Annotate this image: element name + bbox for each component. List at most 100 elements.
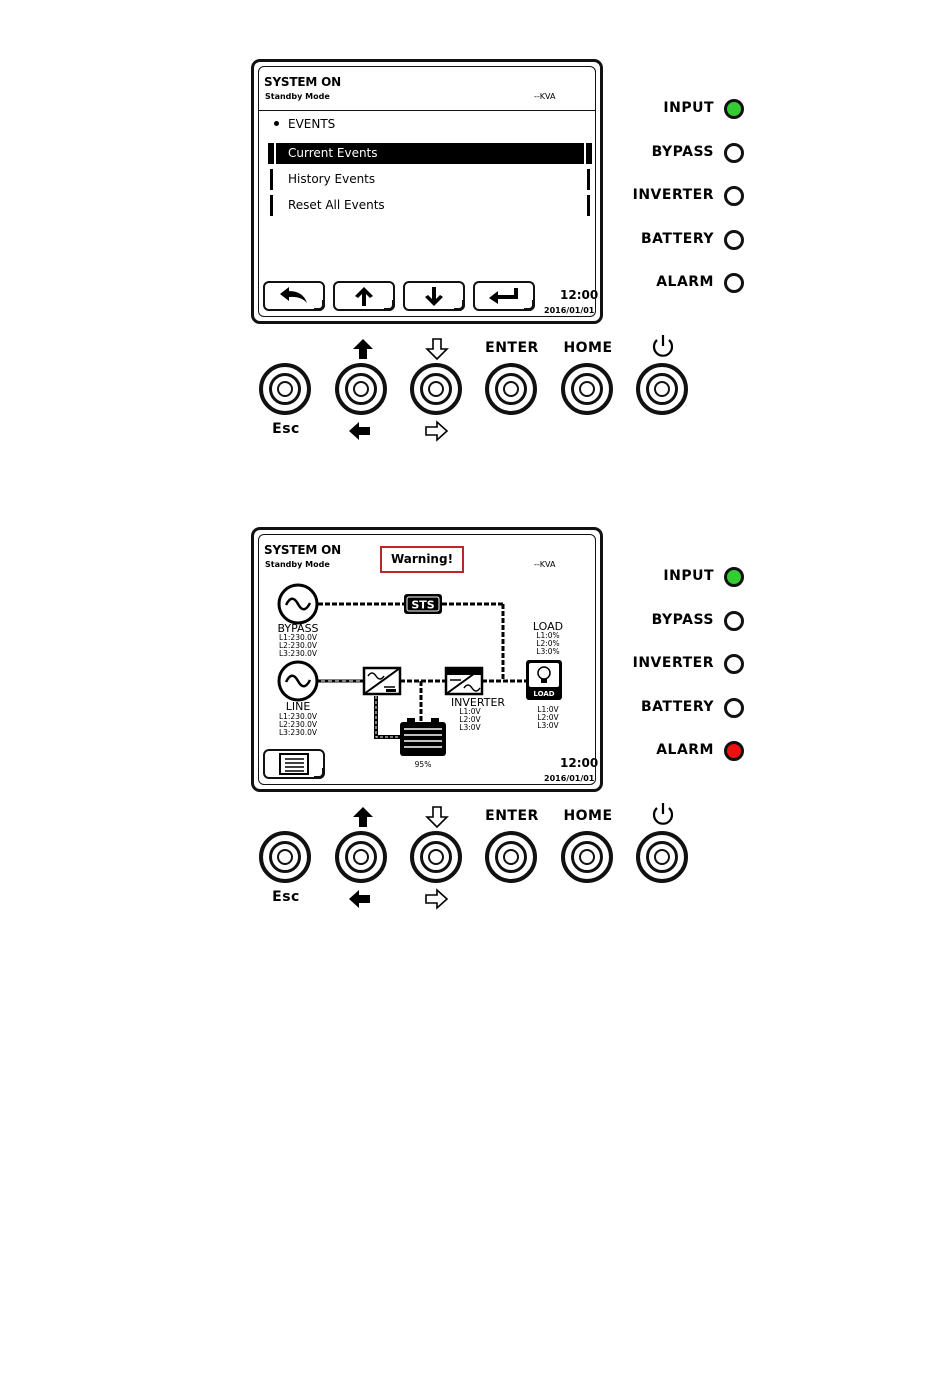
bypass-label: BYPASS [277, 622, 318, 635]
esc-button[interactable] [259, 831, 311, 883]
output-l2: L2:0V [537, 713, 559, 722]
input-led-icon [724, 567, 744, 587]
power-flow-diagram: STS BYPASS L1:230.0V L2:230.0V L3:230.0V… [277, 583, 563, 769]
up-left-button[interactable] [335, 363, 387, 415]
rectifier-battery-link [374, 696, 400, 739]
line-l2: L2:230.0V [279, 720, 318, 729]
led-label: BATTERY [640, 231, 714, 247]
battery-led-icon [724, 230, 744, 250]
softkey-menu[interactable] [263, 749, 325, 779]
led-label: BATTERY [640, 699, 714, 715]
menu-heading-label: EVENTS [288, 117, 336, 131]
led-label: BYPASS [651, 612, 714, 628]
up-arrow-icon [355, 287, 373, 306]
back-arrow-icon [280, 287, 307, 303]
led-bypass: BYPASS [600, 141, 750, 165]
clock-time: 12:00 [560, 288, 599, 302]
menu-item-reset-all-events[interactable]: Reset All Events [268, 195, 592, 216]
output-l1: L1:0V [537, 705, 559, 714]
down-arrow-outline-icon [425, 338, 449, 361]
enter-label: ENTER [485, 340, 539, 356]
line-l3: L3:230.0V [279, 728, 318, 737]
led-battery: BATTERY [600, 696, 750, 720]
led-label: BYPASS [651, 144, 714, 160]
inverter-l2: L2:0V [459, 715, 481, 724]
home-label: HOME [563, 340, 613, 356]
inverter-l3: L3:0V [459, 723, 481, 732]
menu-item-history-events[interactable]: History Events [268, 169, 592, 190]
esc-label: Esc [272, 421, 300, 437]
inverter-diagonal [445, 667, 483, 695]
power-button[interactable] [636, 831, 688, 883]
power-icon [652, 335, 674, 357]
down-arrow-icon [425, 287, 443, 306]
load-icon-text: LOAD [533, 690, 554, 698]
up-arrow-icon [353, 807, 373, 827]
system-mode: Standby Mode [265, 92, 330, 101]
bypass-l3: L3:230.0V [279, 649, 318, 658]
bullet-icon [274, 121, 279, 126]
inverter-label: INVERTER [451, 696, 505, 709]
power-button[interactable] [636, 363, 688, 415]
rectifier-battery-link-dash [375, 696, 400, 738]
led-bypass: BYPASS [600, 609, 750, 633]
left-arrow-icon [349, 422, 370, 440]
softkey-up[interactable] [333, 281, 395, 311]
led-input: INPUT [600, 97, 750, 121]
output-l3: L3:0V [537, 721, 559, 730]
softkey-back[interactable] [263, 281, 325, 311]
lightbulb-icon [537, 666, 551, 680]
power-icon [652, 803, 674, 825]
led-label: ALARM [656, 742, 714, 758]
battery-level: 95% [415, 760, 432, 769]
lightbulb-base [541, 679, 547, 683]
down-right-button[interactable] [410, 363, 462, 415]
right-arrow-outline-icon [425, 888, 449, 910]
load-label: LOAD [533, 620, 563, 633]
softkey-enter[interactable] [473, 281, 535, 311]
led-label: INVERTER [632, 187, 714, 203]
home-label: HOME [563, 808, 613, 824]
battery-led-icon [724, 698, 744, 718]
inverter-led-icon [724, 654, 744, 674]
clock-time: 12:00 [560, 756, 599, 770]
led-label: INVERTER [632, 655, 714, 671]
led-label: ALARM [656, 274, 714, 290]
menu-item-current-events[interactable]: Current Events [268, 143, 592, 164]
home-button[interactable] [561, 831, 613, 883]
battery-terminal [431, 718, 439, 723]
led-alarm: ALARM [600, 739, 750, 763]
led-inverter: INVERTER [600, 184, 750, 208]
esc-label: Esc [272, 889, 300, 905]
alarm-led-icon [724, 273, 744, 293]
kva-readout: --KVA [534, 560, 556, 569]
alarm-led-icon [724, 741, 744, 761]
sts-switch-icon [404, 594, 442, 614]
softkey-down[interactable] [403, 281, 465, 311]
line-sine-icon [284, 674, 312, 688]
warning-badge[interactable]: Warning! [380, 546, 464, 573]
up-left-button[interactable] [335, 831, 387, 883]
system-status-title: SYSTEM ON [264, 75, 341, 89]
down-right-button[interactable] [410, 831, 462, 883]
rectifier-sine [367, 672, 385, 680]
kva-readout: --KVA [534, 92, 556, 101]
menu-heading: EVENTS [274, 117, 335, 131]
menu-list-icon [279, 753, 309, 775]
home-button[interactable] [561, 363, 613, 415]
ups-panel-events: SYSTEM ON Standby Mode --KVA EVENTS Curr… [0, 0, 950, 442]
battery-icon [400, 722, 446, 756]
battery-terminal [407, 718, 415, 723]
enter-button[interactable] [485, 831, 537, 883]
inverter-led-icon [724, 186, 744, 206]
inverter-sine [463, 684, 481, 692]
led-alarm: ALARM [600, 271, 750, 295]
load-l2: L2:0% [536, 639, 559, 648]
esc-button[interactable] [259, 363, 311, 415]
load-l1: L1:0% [536, 631, 559, 640]
enter-label: ENTER [485, 808, 539, 824]
system-mode: Standby Mode [265, 560, 330, 569]
enter-button[interactable] [485, 363, 537, 415]
enter-arrow-icon [489, 288, 518, 304]
system-status-title: SYSTEM ON [264, 543, 341, 557]
